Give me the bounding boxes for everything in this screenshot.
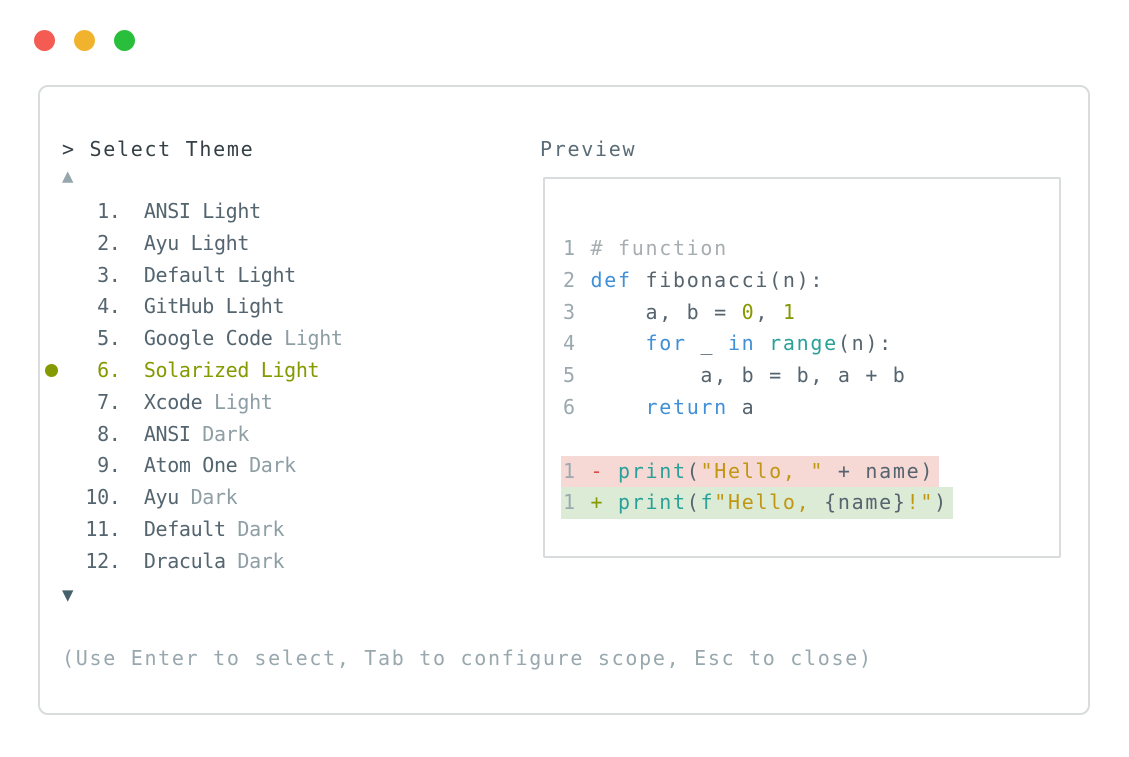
theme-item-number: 9. <box>62 453 144 478</box>
theme-item-number: 1. <box>62 199 144 223</box>
theme-item-number: 7. <box>62 389 144 414</box>
theme-item-name: Ayu Light <box>143 230 250 255</box>
theme-item-name: ANSI Light <box>143 199 261 223</box>
theme-item-mode-suffix: Light <box>202 389 273 414</box>
theme-list-item[interactable]: 12. Dracula Dark <box>62 546 284 578</box>
theme-item-number: 11. <box>62 516 144 541</box>
theme-item-number: 8. <box>62 421 144 446</box>
theme-item-number: 5. <box>62 326 144 351</box>
theme-item-name: Solarized Light <box>143 357 320 382</box>
code-line: 1 # function <box>563 236 728 260</box>
code-line: 2 def fibonacci(n): <box>563 267 825 292</box>
theme-list: 1. ANSI Light 2. Ayu Light 3. Default Li… <box>45 196 343 578</box>
theme-item-mode-suffix: Dark <box>190 421 250 446</box>
theme-item-number: 2. <box>62 230 144 255</box>
theme-item-mode-suffix: Light <box>272 326 343 351</box>
scroll-down-icon[interactable]: ▼ <box>62 584 74 606</box>
theme-list-item[interactable]: 6. Solarized Light <box>45 355 320 387</box>
code-line: 6 return a <box>563 394 756 419</box>
minimize-button-icon[interactable] <box>74 30 95 51</box>
theme-list-item[interactable]: 9. Atom One Dark <box>62 450 296 482</box>
traffic-lights <box>34 30 135 51</box>
code-line: 4 for _ in range(n): <box>563 331 893 356</box>
line-number: 1 <box>563 236 577 260</box>
theme-item-name: Dracula <box>143 548 226 573</box>
theme-item-mode-suffix: Dark <box>225 516 285 541</box>
scroll-up-icon[interactable]: ▲ <box>62 165 74 187</box>
theme-item-number: 4. <box>62 294 144 319</box>
maximize-button-icon[interactable] <box>114 30 135 51</box>
theme-list-item[interactable]: 2. Ayu Light <box>62 228 249 260</box>
theme-item-name: ANSI <box>143 421 191 446</box>
theme-list-item[interactable]: 4. GitHub Light <box>62 291 284 323</box>
select-theme-title: > Select Theme <box>62 137 255 161</box>
theme-item-number: 6. <box>62 357 144 382</box>
theme-item-name: Google Code <box>143 326 273 351</box>
preview-label: Preview <box>540 137 637 161</box>
theme-item-mode-suffix: Dark <box>237 453 296 478</box>
theme-item-mode-suffix: Dark <box>225 548 285 573</box>
theme-list-item[interactable]: 10. Ayu Dark <box>62 482 237 514</box>
theme-list-item[interactable]: 3. Default Light <box>62 260 296 292</box>
theme-list-item[interactable]: 5. Google Code Light <box>62 323 343 355</box>
diff-line-removed: 1 - print("Hello, " + name) <box>561 455 940 488</box>
line-number: 1 <box>563 458 577 483</box>
theme-list-item[interactable]: 1. ANSI Light <box>62 196 261 228</box>
theme-selector-panel: > Select Theme Preview ▲ 1. ANSI Light 2… <box>38 85 1090 715</box>
code-line: 5 a, b = b, a + b <box>563 363 907 388</box>
footer-hint: (Use Enter to select, Tab to configure s… <box>62 646 873 670</box>
close-button-icon[interactable] <box>34 30 55 51</box>
selected-bullet-icon <box>45 364 58 378</box>
theme-item-number: 12. <box>62 548 144 573</box>
code-preview: 1 # function 2 def fibonacci(n): 3 a, b = … <box>561 233 1059 520</box>
theme-item-mode-suffix: Dark <box>178 485 238 510</box>
line-number: 5 <box>563 363 577 388</box>
theme-list-item[interactable]: 11. Default Dark <box>62 514 284 546</box>
line-number: 1 <box>563 490 577 515</box>
theme-item-name: GitHub Light <box>143 294 285 319</box>
line-number: 2 <box>563 267 577 292</box>
theme-item-number: 3. <box>62 262 144 287</box>
theme-item-name: Default <box>143 516 226 541</box>
preview-pane: 1 # function 2 def fibonacci(n): 3 a, b = … <box>543 177 1061 558</box>
theme-list-item[interactable]: 7. Xcode Light <box>62 387 273 419</box>
line-number: 6 <box>563 394 577 419</box>
theme-item-name: Default Light <box>143 262 296 287</box>
line-number: 3 <box>563 299 577 324</box>
diff-line-added: 1 + print(f"Hello, {name}!") <box>561 487 953 520</box>
line-number: 4 <box>563 331 577 356</box>
theme-item-name: Atom One <box>143 453 238 478</box>
theme-list-item[interactable]: 8. ANSI Dark <box>62 419 249 451</box>
theme-item-number: 10. <box>62 485 144 510</box>
theme-item-name: Ayu <box>143 485 179 510</box>
code-line: 3 a, b = 0, 1 <box>563 299 797 324</box>
theme-item-name: Xcode <box>143 389 203 414</box>
